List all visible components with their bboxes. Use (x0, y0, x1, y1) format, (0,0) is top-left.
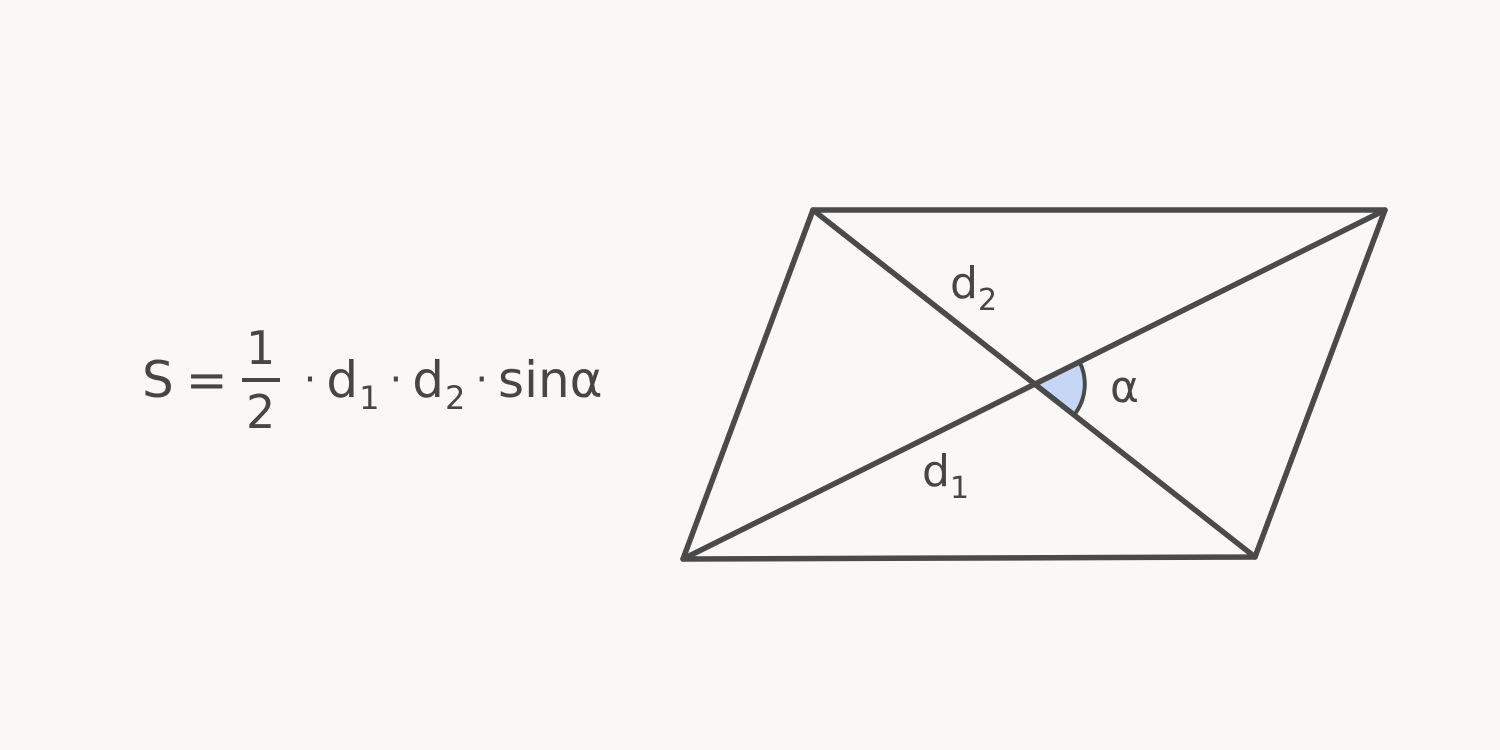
formula-d1: d1 (326, 355, 379, 414)
equals-sign: = (185, 351, 228, 409)
multiply-dot-1: · (303, 357, 317, 403)
fraction-bar (241, 378, 280, 382)
label-d1: d1 (922, 450, 969, 504)
label-d1-subscript: 1 (949, 471, 970, 506)
label-d2: d2 (950, 262, 997, 316)
formula-d2-base: d (412, 351, 444, 409)
area-formula: S = 1 2 · d1 · d2 · sinα (142, 318, 603, 442)
formula-d2-subscript: 2 (444, 379, 466, 417)
label-alpha: α (1110, 366, 1139, 410)
formula-sin-alpha: sinα (498, 351, 603, 409)
formula-d2: d2 (412, 355, 465, 414)
label-d2-subscript: 2 (977, 283, 998, 318)
fraction-one-half: 1 2 (241, 321, 280, 439)
multiply-dot-3: · (475, 357, 489, 403)
fraction-denominator: 2 (246, 385, 276, 439)
area-symbol: S (142, 351, 174, 409)
formula-d1-base: d (326, 351, 359, 409)
multiply-dot-2: · (389, 357, 403, 403)
formula-d1-subscript: 1 (359, 379, 380, 417)
label-d2-base: d (950, 258, 978, 309)
fraction-numerator: 1 (246, 321, 276, 375)
label-d1-base: d (922, 446, 950, 497)
label-alpha-text: α (1110, 362, 1140, 413)
diagonal-d1 (680, 207, 1388, 562)
